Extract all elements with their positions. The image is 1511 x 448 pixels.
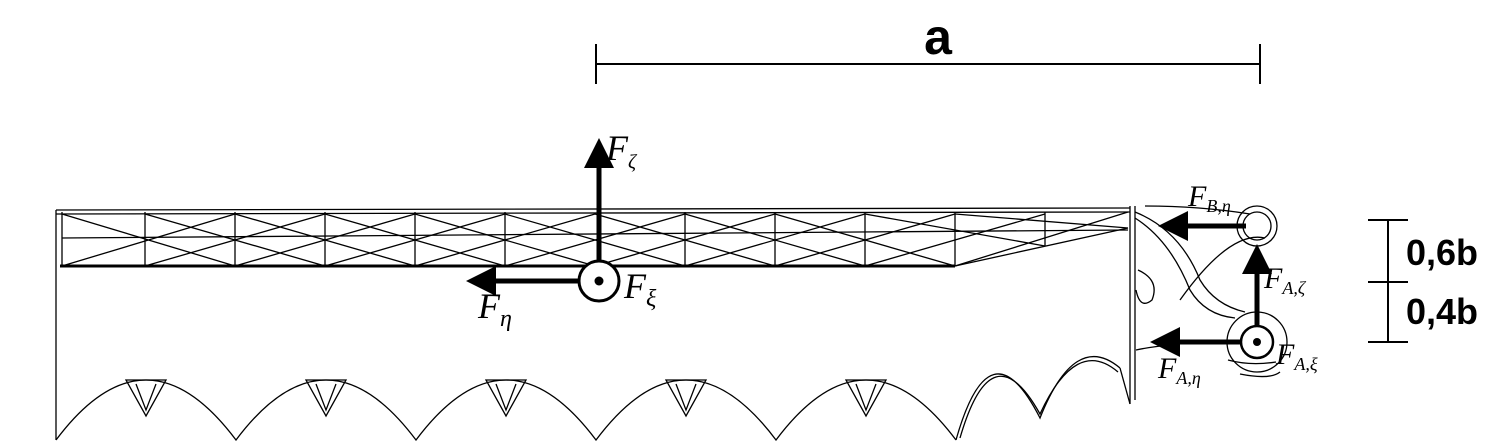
cutter-bar (55, 205, 1288, 442)
f-eta-label: Fη (477, 286, 512, 332)
f-a-eta-label: FA,η (1157, 352, 1201, 388)
f-zeta-label: Fζ (605, 128, 638, 173)
pivot-b-inner (1242, 211, 1272, 241)
dimension-lower-label: 0,4b (1406, 291, 1478, 332)
dimension-a-label: a (924, 9, 953, 65)
end-plate (1119, 205, 1288, 405)
f-a-zeta-label: FA,ζ (1263, 262, 1307, 298)
knife-guards (55, 356, 1121, 442)
centre-forces: Fζ Fη Fξ (466, 128, 657, 332)
dimension-a: a (595, 9, 1261, 84)
dimension-upper-label: 0,6b (1406, 232, 1478, 273)
f-a-xi-label: FA,ξ (1275, 338, 1318, 374)
dimension-b: 0,6b 0,4b (1368, 219, 1478, 343)
lattice-beam (55, 207, 1131, 440)
support-forces: FB,η FA,ζ FA,η FA,ξ (1150, 180, 1318, 388)
f-xi-dot (594, 276, 604, 286)
f-a-xi-dot (1253, 338, 1261, 346)
f-b-eta-label: FB,η (1187, 180, 1231, 216)
f-xi-label: Fξ (623, 266, 657, 312)
